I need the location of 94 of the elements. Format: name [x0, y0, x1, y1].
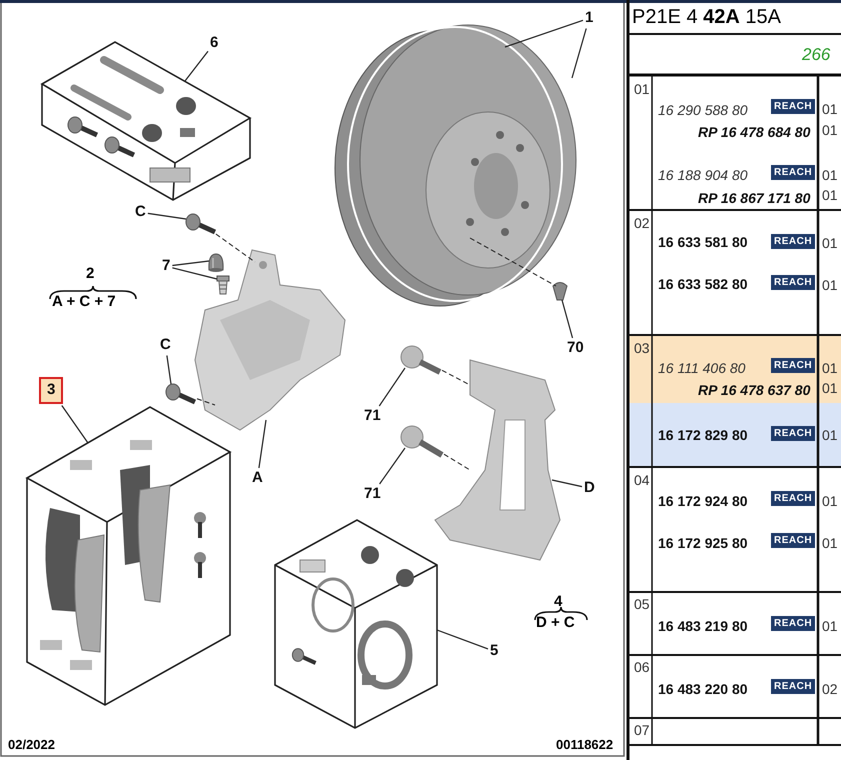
- guide-bolt-drawing: [400, 426, 444, 458]
- leader-line: [379, 448, 406, 484]
- quantity: 01: [822, 188, 838, 204]
- leader-line: [166, 355, 172, 384]
- reach-label: REACH: [771, 99, 816, 114]
- callout-letter: D: [584, 480, 595, 496]
- part-number: 16 111 406 80: [658, 361, 746, 376]
- replacement-part-number: RP 16 867 171 80: [698, 191, 810, 206]
- bolt-drawing: [166, 384, 196, 404]
- assembly-axis-line: [442, 370, 470, 386]
- quantity: 01: [822, 494, 838, 510]
- assembly-axis-line: [196, 398, 216, 406]
- table-heading: P21E 4 42A 15A: [632, 6, 782, 28]
- leader-line: [561, 300, 574, 338]
- assembly-formula: A + C + 7: [52, 294, 116, 310]
- leader-line: [571, 28, 587, 78]
- leader-line: [172, 267, 218, 280]
- leader-line: [436, 629, 488, 650]
- reach-label: REACH: [771, 491, 816, 506]
- bleed-cap-drawing: [208, 254, 224, 272]
- leader-line: [552, 479, 582, 488]
- caliper-bracket-drawing: [434, 359, 561, 561]
- callout-number: 71: [364, 486, 381, 502]
- row-number: 07: [634, 723, 650, 738]
- callout-letter: C: [135, 204, 146, 220]
- replacement-part-number: RP 16 478 637 80: [698, 383, 810, 398]
- leader-line: [378, 368, 406, 406]
- part-number: 16 172 925 80: [658, 536, 748, 552]
- bleed-screw-drawing: [216, 276, 230, 294]
- assembly-number: 4: [554, 594, 562, 610]
- row-number: 01: [634, 82, 650, 98]
- row-number: 02: [634, 216, 650, 232]
- leader-line: [61, 405, 88, 444]
- drawing-number: 00118622: [556, 738, 614, 752]
- leader-line: [172, 260, 210, 266]
- quantity: 01: [822, 168, 838, 184]
- callout-number: 6: [210, 35, 218, 52]
- brake-caliper-drawing: [194, 249, 346, 431]
- leader-line: [148, 212, 186, 220]
- assembly-axis-line: [444, 454, 470, 470]
- quantity: 01: [822, 361, 838, 376]
- callout-letter: A: [252, 470, 263, 486]
- guide-bolt-drawing: [400, 346, 442, 375]
- part-number: 16 290 588 80: [658, 103, 748, 118]
- seal-kit-drawing: [274, 519, 438, 729]
- quantity: 01: [822, 102, 838, 118]
- part-number: 16 633 581 80: [658, 235, 748, 250]
- callout-number: 71: [364, 408, 381, 424]
- assembly-axis-line: [470, 238, 556, 286]
- part-number: 16 483 220 80: [658, 682, 748, 698]
- part-number: 16 172 924 80: [658, 494, 748, 510]
- row-number: 03: [634, 341, 650, 356]
- part-number: 16 188 904 80: [658, 168, 748, 184]
- assembly-formula: D + C: [536, 615, 575, 632]
- assembly-number: 2: [86, 266, 94, 282]
- replacement-part-number: RP 16 478 684 80: [698, 125, 810, 140]
- callout-number: 5: [490, 643, 498, 660]
- quantity: 01: [822, 428, 838, 444]
- callout-number: 70: [567, 340, 584, 356]
- row-number: 06: [634, 660, 650, 676]
- brake-disc-drawing: [334, 24, 576, 306]
- row-number: 05: [634, 597, 650, 612]
- assembly-axis-line: [215, 234, 256, 262]
- quantity: 01: [822, 123, 838, 138]
- callout-number: 7: [162, 258, 170, 274]
- part-number: 16 483 219 80: [658, 619, 748, 634]
- quantity: 01: [822, 536, 838, 552]
- reach-label: REACH: [771, 533, 816, 548]
- quantity: 01: [822, 381, 838, 396]
- leader-line: [258, 420, 267, 468]
- reach-label: REACH: [771, 358, 816, 373]
- part-number: 16 172 829 80: [658, 428, 748, 444]
- page-number: 266: [802, 46, 830, 65]
- quantity: 01: [822, 619, 838, 634]
- leader-line: [184, 50, 208, 82]
- screw-drawing: [552, 282, 568, 300]
- reach-label: REACH: [771, 275, 816, 290]
- reach-label: REACH: [771, 234, 816, 249]
- reach-label: REACH: [771, 165, 816, 180]
- callout-letter: C: [160, 337, 171, 354]
- brake-pad-kit-drawing: [26, 406, 232, 706]
- quantity: 01: [822, 278, 838, 294]
- callout-number: 3: [39, 377, 64, 404]
- reach-label: REACH: [771, 616, 816, 631]
- bolt-drawing: [186, 214, 216, 234]
- reach-label: REACH: [771, 426, 816, 441]
- reach-label: REACH: [771, 679, 816, 694]
- quantity: 01: [822, 236, 838, 252]
- quantity: 02: [822, 682, 838, 698]
- row-number: 04: [634, 473, 650, 488]
- date-text: 02/2022: [8, 738, 55, 752]
- part-number: 16 633 582 80: [658, 277, 748, 292]
- callout-number: 1: [585, 10, 594, 26]
- leader-line: [504, 20, 584, 48]
